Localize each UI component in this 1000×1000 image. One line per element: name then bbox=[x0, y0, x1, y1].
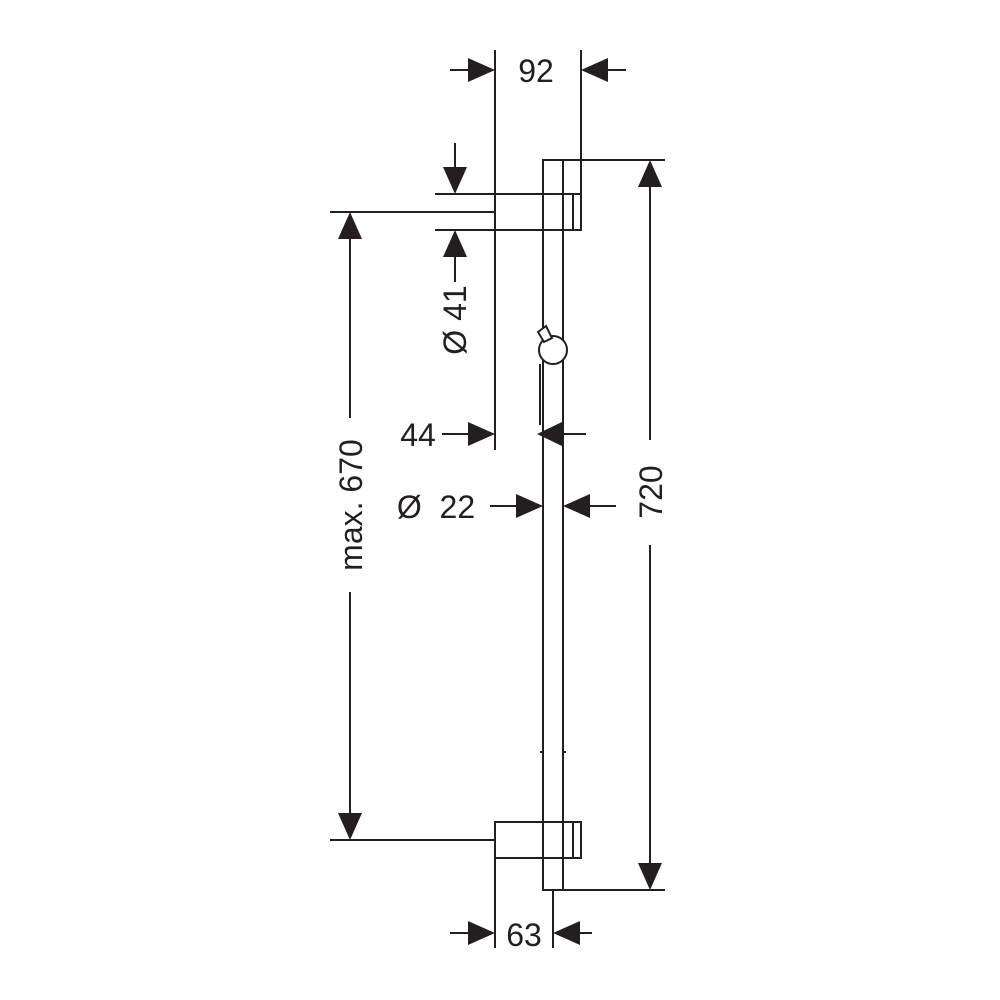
slider-lever bbox=[536, 324, 554, 344]
extension-lines bbox=[330, 50, 665, 948]
bottom-wall-bracket bbox=[494, 821, 574, 859]
dim-22: Ø 22 bbox=[397, 489, 616, 525]
rail-tube bbox=[542, 159, 564, 891]
dim-41-label: Ø 41 bbox=[437, 285, 473, 354]
top-wall-bracket bbox=[494, 193, 574, 231]
dim-92-label: 92 bbox=[518, 53, 554, 89]
dim-max-670: max. 670 bbox=[333, 212, 369, 840]
dim-max-670-label: max. 670 bbox=[333, 439, 369, 571]
dim-63: 63 bbox=[450, 917, 592, 953]
dim-720-label: 720 bbox=[633, 465, 669, 518]
slider-knob bbox=[538, 335, 568, 365]
dim-63-label: 63 bbox=[506, 917, 542, 953]
dim-41: Ø 41 bbox=[437, 143, 473, 355]
bottom-bracket-cap bbox=[572, 821, 582, 859]
dim-720: 720 bbox=[633, 160, 669, 890]
dim-44: 44 bbox=[400, 417, 586, 453]
dim-44-label: 44 bbox=[400, 417, 436, 453]
dim-22-label: Ø 22 bbox=[397, 489, 475, 525]
shower-rail bbox=[494, 159, 582, 891]
dim-92: 92 bbox=[450, 53, 626, 89]
top-bracket-cap bbox=[572, 193, 582, 231]
